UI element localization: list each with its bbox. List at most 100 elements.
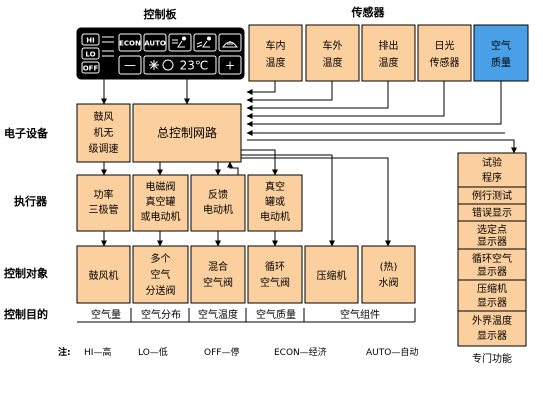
airflow-face-button[interactable] xyxy=(168,33,192,52)
sensor-discharge-temp: 排出 温度 xyxy=(361,24,416,82)
legend: 注: HI—高 LO—低 OFF—停 ECON—经济 AUTO—自动 xyxy=(58,346,418,358)
row-label-purpose: 控制目的 xyxy=(4,307,48,321)
main-control-network: 总控制网路 xyxy=(132,103,242,163)
special-functions-panel: 试验 程序 例行测试 错误显示 选定点 显示器 循环空气 显示器 压缩机 显示器… xyxy=(457,152,527,347)
box-label: 鼓风机 xyxy=(89,269,119,282)
fan-icon xyxy=(149,60,159,70)
hi-button[interactable]: HI xyxy=(81,33,100,46)
sensor-label: 质量 xyxy=(491,57,511,69)
econ-button[interactable]: ECON xyxy=(118,33,142,52)
special-item: 选定点 xyxy=(477,223,507,236)
defrost-button[interactable] xyxy=(218,33,242,52)
box-label: 罐或 xyxy=(265,195,285,208)
special-item: 错误显示 xyxy=(472,206,512,219)
auto-button[interactable]: AUTO xyxy=(143,33,167,52)
minus-button[interactable]: — xyxy=(118,55,142,75)
target-mix-damper: 混合 空气阀 xyxy=(190,245,246,304)
control-panel-title: 控制板 xyxy=(144,7,178,21)
purpose-label: 空气组件 xyxy=(340,308,380,321)
box-label: 真空罐 xyxy=(146,195,176,208)
row-label-controlled: 控制对象 xyxy=(4,266,48,280)
row-label-actuators: 执行器 xyxy=(14,194,48,208)
target-distribution-valves: 多个 空气 分送阀 xyxy=(132,245,189,304)
defrost-icon xyxy=(222,41,238,48)
airflow-face-icon xyxy=(172,36,186,48)
econ-label: ECON xyxy=(119,40,141,48)
auto-label: AUTO xyxy=(144,40,166,48)
sensor-air-quality: 空气 质量 xyxy=(473,24,529,82)
special-functions-caption: 专门功能 xyxy=(472,352,512,365)
box-label: 三极管 xyxy=(89,203,119,216)
off-button[interactable]: OFF xyxy=(81,61,100,74)
special-item: 显示器 xyxy=(477,330,507,342)
sensor-label: 日光 xyxy=(435,39,455,52)
box-label: 鼓风 xyxy=(94,110,114,123)
purpose-label: 空气分布 xyxy=(141,308,181,321)
box-label: 或电动机 xyxy=(141,210,181,223)
special-item: 压缩机 xyxy=(477,282,507,295)
box-label: 级调速 xyxy=(89,143,119,155)
temperature-display: 23℃ xyxy=(143,55,217,75)
box-label: 混合 xyxy=(208,260,228,273)
legend-item: ECON—经济 xyxy=(274,346,327,358)
plus-button[interactable]: + xyxy=(218,55,242,75)
special-item: 显示器 xyxy=(477,236,507,248)
airflow-feet-icon xyxy=(196,36,211,48)
box-label: 分送阀 xyxy=(146,284,176,297)
purpose-label: 空气温度 xyxy=(198,308,238,321)
airflow-feet-button[interactable] xyxy=(193,33,217,52)
box-label: 电磁阀 xyxy=(146,180,176,193)
box-label: 电动机 xyxy=(203,203,233,216)
special-item: 外界温度 xyxy=(472,314,512,327)
legend-item: OFF—停 xyxy=(204,346,239,358)
temperature-readout: 23℃ xyxy=(180,59,209,73)
legend-item: HI—高 xyxy=(84,346,111,358)
hi-label: HI xyxy=(86,37,94,45)
legend-item: LO—低 xyxy=(138,346,168,358)
auto-cycle-icon xyxy=(162,59,174,71)
lo-button[interactable]: LO xyxy=(81,47,100,60)
purpose-label: 空气量 xyxy=(91,308,121,321)
sensor-sunlight: 日光 传感器 xyxy=(417,24,472,82)
sensor-label: 空气 xyxy=(491,39,511,52)
actuator-feedback-motor: 反馈 电动机 xyxy=(190,174,246,232)
box-label: 多个 xyxy=(151,252,171,265)
box-label: 总控制网路 xyxy=(157,125,217,140)
sensor-label: 车外 xyxy=(323,39,343,52)
sensor-outside-temp: 车外 温度 xyxy=(305,24,360,82)
purpose-label: 空气质量 xyxy=(256,308,296,321)
special-item: 试验 xyxy=(482,156,502,169)
sensor-label: 温度 xyxy=(266,56,286,69)
box-label: 循环 xyxy=(265,260,285,273)
sensor-label: 排出 xyxy=(379,39,399,52)
special-item: 显示器 xyxy=(477,266,507,278)
special-item: 例行测试 xyxy=(472,189,512,202)
box-label: 功率 xyxy=(94,188,114,201)
plus-label: + xyxy=(225,59,235,73)
actuator-solenoid: 电磁阀 真空罐 或电动机 xyxy=(132,174,189,232)
actuator-power-transistor: 功率 三极管 xyxy=(76,174,131,232)
sensor-cabin-temp: 车内 温度 xyxy=(248,24,303,82)
box-label: 空气 xyxy=(151,268,171,281)
sensor-label: 车内 xyxy=(266,39,286,52)
box-label: 真空 xyxy=(265,180,285,193)
target-recirculation-damper: 循环 空气阀 xyxy=(247,245,303,304)
special-item: 显示器 xyxy=(477,297,507,309)
sensor-label: 温度 xyxy=(323,56,343,69)
sensor-label: 传感器 xyxy=(430,56,460,69)
box-label: 反馈 xyxy=(208,188,228,201)
box-label: (热) xyxy=(380,260,398,273)
legend-item: AUTO—自动 xyxy=(366,346,418,358)
connectors xyxy=(101,79,517,247)
target-compressor: 压缩机 xyxy=(304,245,359,304)
box-label: 空气阀 xyxy=(203,276,233,289)
box-label: 机无 xyxy=(94,126,114,139)
fan-speed-bars-icon xyxy=(102,36,114,57)
blower-speed-controller: 鼓风 机无 级调速 xyxy=(76,103,131,163)
actuator-vacuum-tank: 真空 罐或 电动机 xyxy=(247,174,303,232)
target-blower: 鼓风机 xyxy=(76,245,131,304)
target-heater-valve: (热) 水阀 xyxy=(361,245,416,304)
off-label: OFF xyxy=(83,65,99,73)
special-item: 程序 xyxy=(482,171,502,184)
